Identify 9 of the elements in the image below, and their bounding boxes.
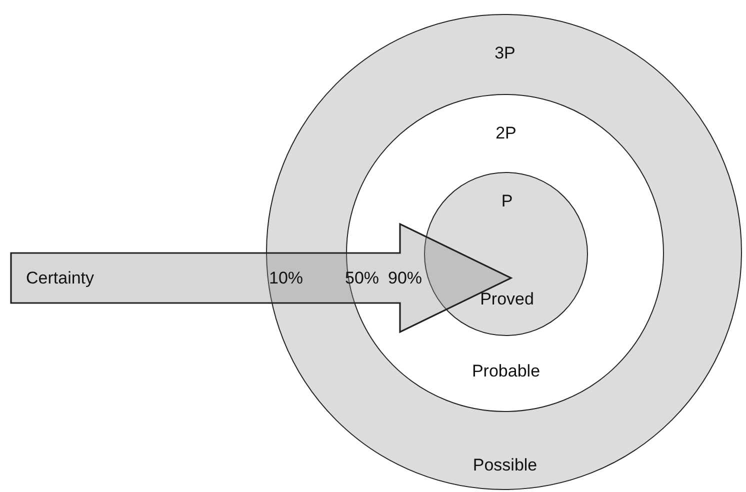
circle-label: Proved	[480, 290, 534, 308]
arrow-label: Certainty	[26, 270, 94, 286]
ring-label: Possible	[472, 456, 538, 474]
ring-label: 2P	[496, 124, 516, 142]
circle-label: P	[501, 192, 513, 210]
percentage-label: 90%	[388, 270, 422, 286]
percentage-label: 10%	[268, 270, 304, 286]
ring-label: Probable	[472, 362, 540, 380]
ring-label: 3P	[494, 44, 516, 62]
